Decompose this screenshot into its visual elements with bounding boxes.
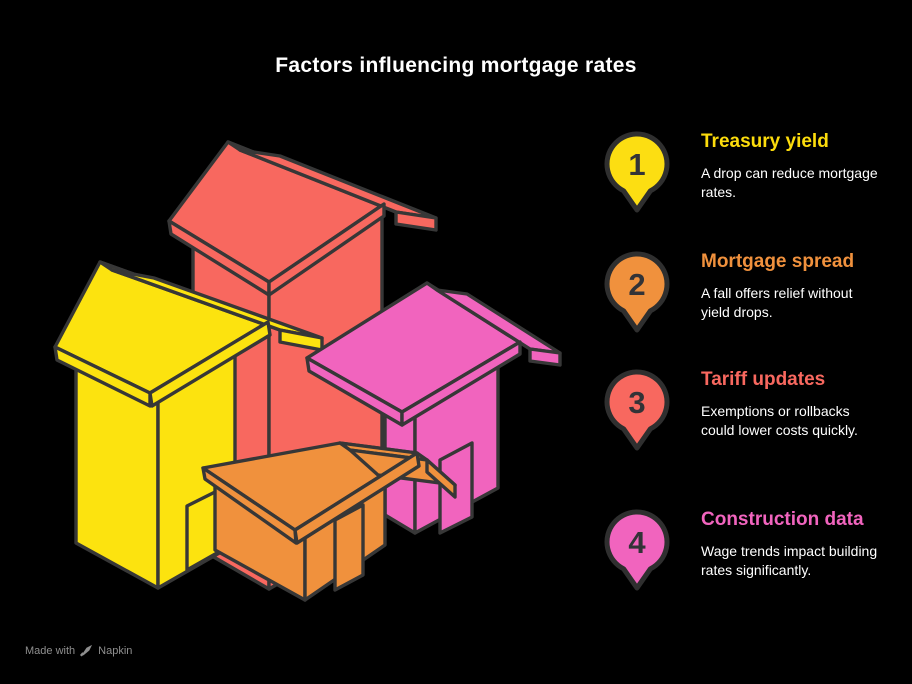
quill-icon <box>80 644 93 657</box>
yellow-house <box>53 260 324 590</box>
list-item-construction-data: 4 Construction data Wage trends impact b… <box>599 504 879 600</box>
pin-number: 1 <box>628 147 645 182</box>
orange-house-door <box>333 503 365 592</box>
numbered-pin-icon: 4 <box>604 509 670 591</box>
item-title: Mortgage spread <box>701 251 855 272</box>
pin-number: 2 <box>628 267 645 302</box>
made-with-napkin: Made with Napkin <box>25 644 132 657</box>
red-house-gable-fascia <box>267 202 386 297</box>
pink-house-back-fascia <box>528 347 562 367</box>
item-description: Wage trends impact building rates signif… <box>701 543 878 579</box>
pink-house-gable-fascia <box>400 340 522 427</box>
yellow-house-gable-fascia <box>148 320 272 408</box>
item-description: Exemptions or rollbacks could lower cost… <box>701 403 858 439</box>
list-item-tariff-updates: 3 Tariff updates Exemptions or rollbacks… <box>599 364 879 460</box>
red-house-back-fascia <box>394 210 438 232</box>
orange-house <box>201 441 457 602</box>
numbered-pin-icon: 3 <box>604 369 670 451</box>
orange-house-gable-fascia <box>293 451 421 545</box>
item-title: Treasury yield <box>701 131 829 152</box>
item-title: Tariff updates <box>701 369 826 390</box>
pink-house <box>305 281 562 535</box>
numbered-pin-icon: 1 <box>604 131 670 213</box>
houses-illustration <box>53 140 562 602</box>
made-with-label: Made with <box>25 644 76 657</box>
item-description: A drop can reduce mortgage rates. <box>701 165 878 201</box>
pin-number: 4 <box>628 525 646 560</box>
orange-house-back-fascia <box>425 458 457 499</box>
page-title: Factors influencing mortgage rates <box>275 54 637 77</box>
list-item-mortgage-spread: 2 Mortgage spread A fall offers relief w… <box>599 246 879 342</box>
pin-number: 3 <box>628 385 645 420</box>
yellow-house-eave-fascia <box>53 345 152 408</box>
brand-label: Napkin <box>98 644 133 657</box>
item-description: A fall offers relief without yield drops… <box>701 285 853 321</box>
item-title: Construction data <box>701 509 864 530</box>
numbered-pin-icon: 2 <box>604 251 670 333</box>
list-item-treasury-yield: 1 Treasury yield A drop can reduce mortg… <box>599 126 879 222</box>
